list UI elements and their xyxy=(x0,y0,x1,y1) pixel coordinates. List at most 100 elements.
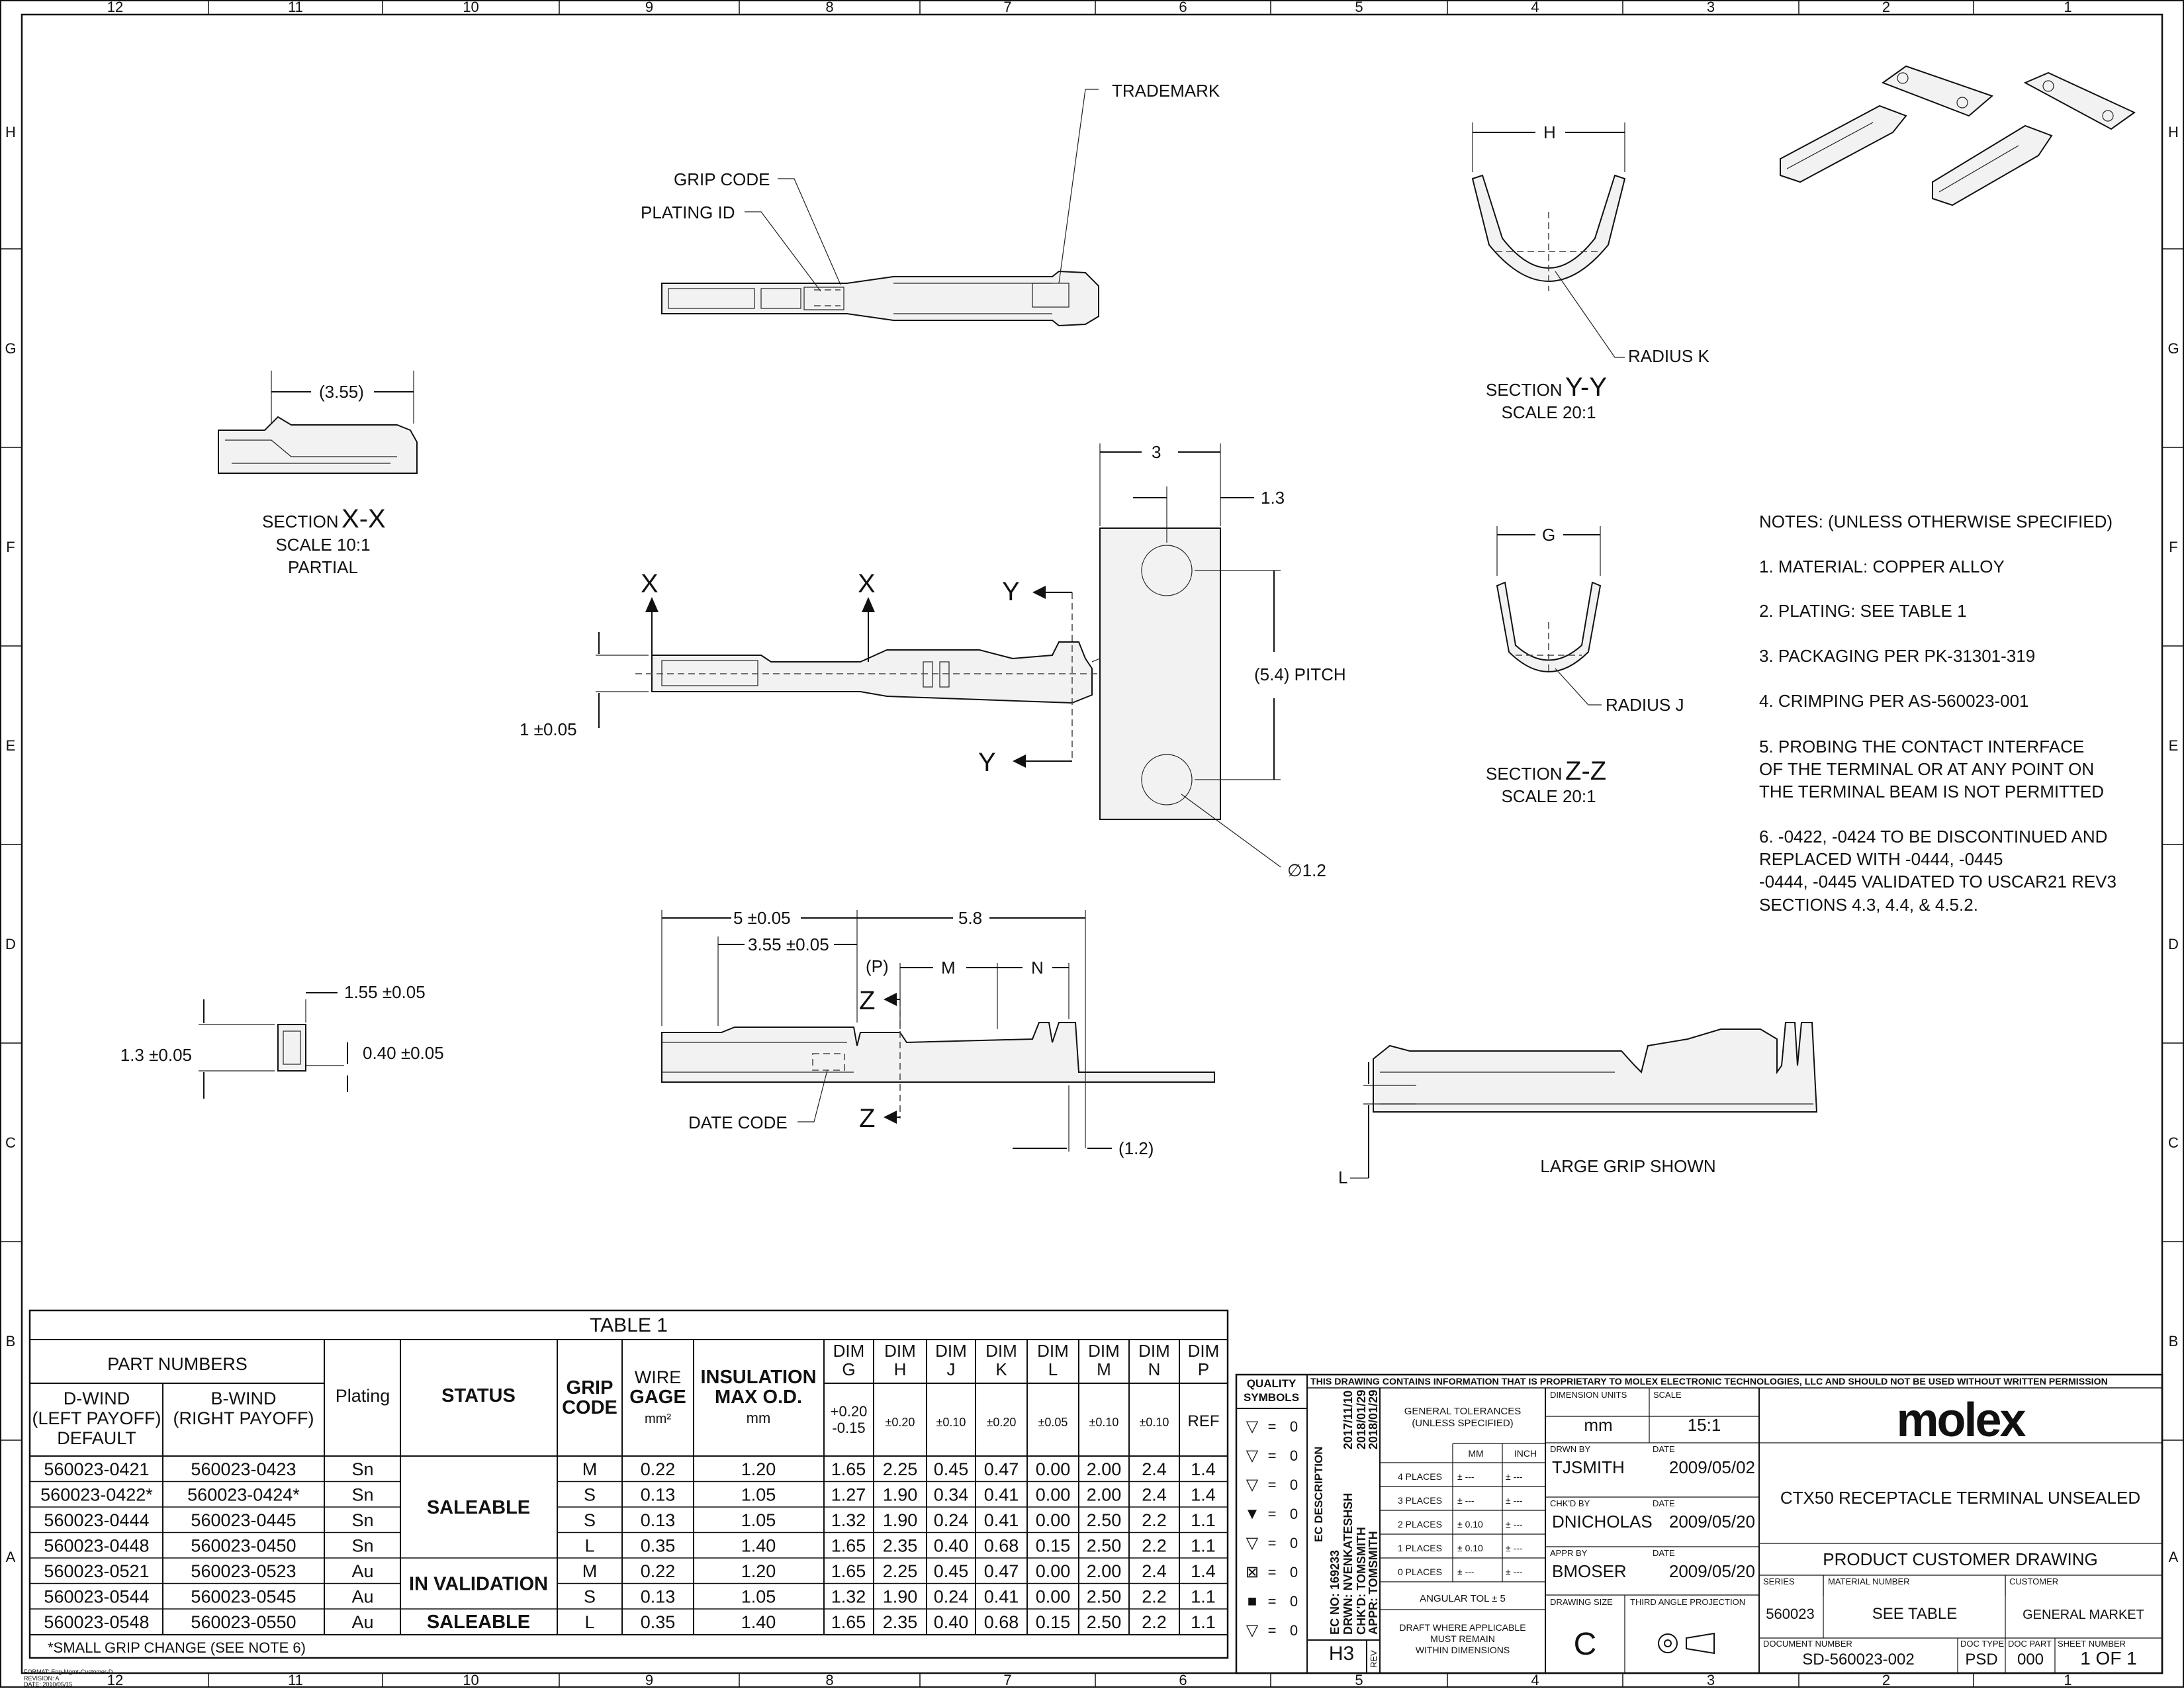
dim-h: H xyxy=(1543,122,1556,142)
product-customer-drawing: PRODUCT CUSTOMER DRAWING xyxy=(1823,1549,2098,1569)
dim-header: DIM xyxy=(1037,1341,1069,1361)
dim-header: J xyxy=(947,1359,956,1379)
dim-5-8: 5.8 xyxy=(958,908,982,928)
ec-date: 2018/01/29 xyxy=(1355,1390,1368,1449)
table-cell: 560023-0423 xyxy=(191,1459,296,1479)
quality-symbol-icon: ▼ xyxy=(1244,1505,1260,1523)
table-title: TABLE 1 xyxy=(590,1314,668,1336)
section-x-right: X xyxy=(858,569,876,598)
column-label: 8 xyxy=(825,1672,833,1688)
table-cell: 0.24 xyxy=(934,1510,969,1530)
row-label: F xyxy=(6,539,15,555)
bwind-header: B-WIND xyxy=(211,1389,277,1408)
table-cell: 1.65 xyxy=(831,1459,866,1479)
wire-unit: mm² xyxy=(645,1412,671,1426)
dim-header: N xyxy=(1148,1359,1161,1379)
section-xx-view xyxy=(218,371,418,474)
tolerance-places: 2 PLACES xyxy=(1398,1519,1442,1530)
column-label: 9 xyxy=(645,1672,653,1688)
table-cell: 2.00 xyxy=(1087,1459,1122,1479)
row-label: D xyxy=(5,936,16,952)
table-cell: 0.13 xyxy=(641,1510,676,1530)
ec-checked: CHK'D: TOMSMITH xyxy=(1355,1527,1368,1635)
insulation-header: INSULATION xyxy=(700,1367,816,1388)
signature-name: TJSMITH xyxy=(1552,1457,1625,1477)
angular-tolerance: ANGULAR TOL ± 5 xyxy=(1420,1593,1506,1604)
lower-side-view xyxy=(661,910,1215,1152)
dim-355: 3.55 ±0.05 xyxy=(748,935,829,954)
document-number: SD-560023-002 xyxy=(1802,1651,1914,1668)
dim-tol: +0.20 xyxy=(831,1403,868,1420)
table-cell: 2.50 xyxy=(1087,1587,1122,1607)
table-cell: 1.4 xyxy=(1191,1459,1216,1479)
tolerance-inch: ± --- xyxy=(1506,1567,1523,1577)
table-cell: Sn xyxy=(351,1485,373,1505)
row-label: G xyxy=(2167,340,2179,357)
table-cell: 2.2 xyxy=(1142,1587,1167,1607)
signature-date: 2009/05/20 xyxy=(1669,1561,1755,1581)
draft-note: DRAFT WHERE APPLICABLE xyxy=(1399,1622,1525,1633)
revision-value: H3 xyxy=(1329,1643,1354,1665)
dim-header: DIM xyxy=(935,1341,967,1361)
table-cell: 2.4 xyxy=(1142,1459,1167,1479)
equals: = xyxy=(1268,1535,1277,1551)
dim-1-2: (1.2) xyxy=(1118,1138,1154,1158)
dwind-header: DEFAULT xyxy=(57,1428,136,1448)
table-cell: 1.4 xyxy=(1191,1485,1216,1505)
table-cell: 1.4 xyxy=(1191,1561,1216,1581)
dim-header: H xyxy=(894,1359,907,1379)
wire-header: WIRE xyxy=(635,1367,682,1387)
tolerance-mm: ± 0.10 xyxy=(1457,1519,1483,1530)
dim-header: DIM xyxy=(1188,1341,1220,1361)
row-label: A xyxy=(6,1549,16,1565)
quality-symbol-icon: ▽ xyxy=(1246,1622,1259,1639)
table-cell: L xyxy=(584,1536,594,1556)
table-cell: 0.41 xyxy=(984,1510,1019,1530)
table-cell: L xyxy=(584,1612,594,1632)
drawing-size: C xyxy=(1574,1627,1597,1662)
row-label: G xyxy=(5,340,16,357)
section-yy-title: SECTION Y-Y xyxy=(1486,373,1607,402)
bwind-header: (RIGHT PAYOFF) xyxy=(173,1408,314,1428)
table-cell: 1.90 xyxy=(883,1510,918,1530)
table-cell: 0.35 xyxy=(641,1536,676,1556)
dim-1-005: 1 ±0.05 xyxy=(520,719,577,739)
dim-g: G xyxy=(1542,525,1555,545)
table-cell: 2.00 xyxy=(1087,1485,1122,1505)
title-block: QUALITYSYMBOLS▽=0▽=0▽=0▼=0▽=0⊠=0■=0▽=0TH… xyxy=(1235,1373,2163,1674)
quality-value: 0 xyxy=(1290,1506,1298,1522)
dim-header: L xyxy=(1048,1359,1058,1379)
signature-label: CHK'D BY xyxy=(1550,1498,1590,1508)
table-cell: 1.1 xyxy=(1191,1536,1216,1556)
note-line: 6. -0422, -0424 TO BE DISCONTINUED AND xyxy=(1759,827,2107,846)
dimension-units-label: DIMENSION UNITS xyxy=(1550,1390,1627,1400)
table-cell: 0.15 xyxy=(1036,1536,1071,1556)
dim-13-005: 1.3 ±0.05 xyxy=(120,1045,192,1065)
table-cell: 1.1 xyxy=(1191,1510,1216,1530)
tolerance-mm: ± --- xyxy=(1457,1471,1475,1482)
table-cell: 2.25 xyxy=(883,1561,918,1581)
note-line: OF THE TERMINAL OR AT ANY POINT ON xyxy=(1759,759,2094,779)
table-cell: Sn xyxy=(351,1536,373,1556)
column-label: 3 xyxy=(1707,0,1715,15)
quality-symbol-icon: ▽ xyxy=(1246,1476,1259,1494)
table-cell: 1.27 xyxy=(831,1485,866,1505)
table-cell: 0.68 xyxy=(984,1536,1019,1556)
wire-header: GAGE xyxy=(629,1387,686,1408)
table-cell: 2.50 xyxy=(1087,1510,1122,1530)
column-label: 4 xyxy=(1531,0,1539,15)
table-cell: 560023-0545 xyxy=(191,1587,296,1607)
isometric-views xyxy=(1780,65,2136,206)
ec-number: EC NO: 169233 xyxy=(1328,1550,1342,1635)
quality-value: 0 xyxy=(1290,1447,1298,1464)
draft-note: MUST REMAIN xyxy=(1430,1633,1495,1644)
material-label: MATERIAL NUMBER xyxy=(1828,1577,1910,1586)
table-cell: 560023-0448 xyxy=(44,1536,149,1556)
column-label: 7 xyxy=(1003,1672,1011,1688)
customer-value: GENERAL MARKET xyxy=(2023,1608,2144,1622)
draft-note: WITHIN DIMENSIONS xyxy=(1416,1645,1510,1655)
table-cell: 0.00 xyxy=(1036,1485,1071,1505)
general-tolerances: (UNLESS SPECIFIED) xyxy=(1412,1418,1513,1429)
quality-value: 0 xyxy=(1290,1622,1298,1639)
